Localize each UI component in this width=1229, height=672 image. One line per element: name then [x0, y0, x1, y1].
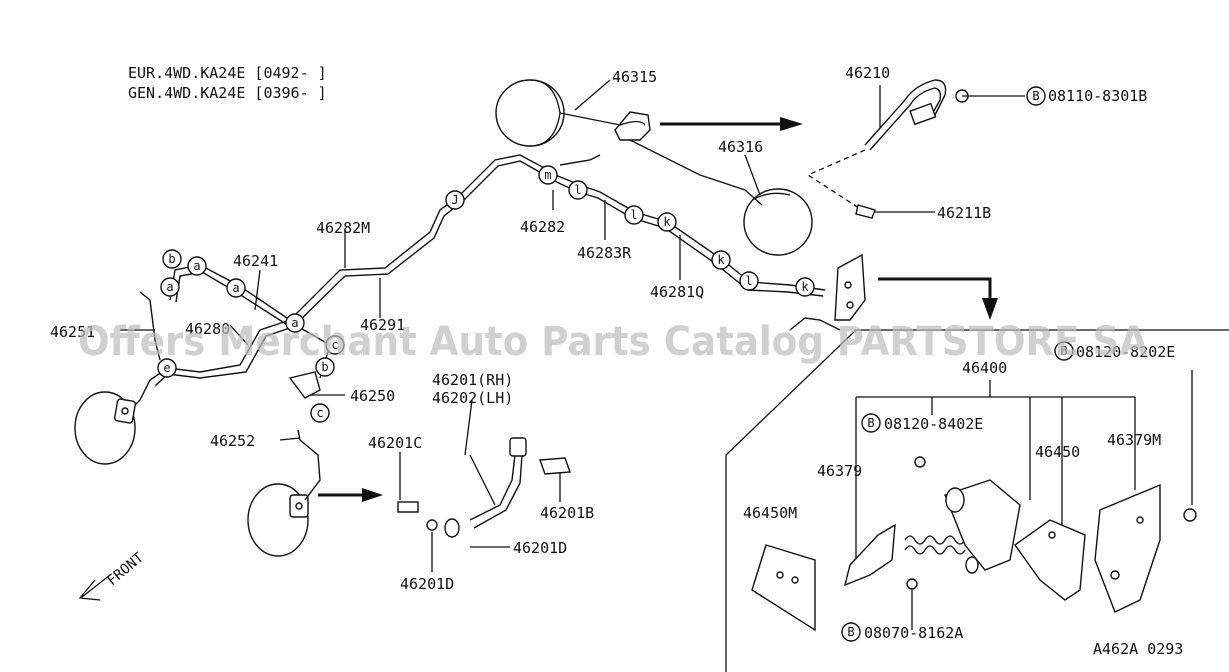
- callout-j1: J: [445, 190, 465, 210]
- callout-e1: e: [157, 358, 177, 378]
- rear-brake-drum-right: [629, 139, 813, 256]
- svg-text:B: B: [1060, 344, 1067, 358]
- label-46281Q: 46281Q: [650, 283, 704, 301]
- detail-46210: [806, 79, 1025, 219]
- svg-text:l: l: [574, 183, 581, 197]
- svg-text:l: l: [745, 274, 752, 288]
- detail-box-border: [725, 329, 1229, 672]
- label-leaders: [120, 79, 761, 572]
- svg-text:c: c: [331, 338, 338, 352]
- t-connector: [614, 111, 651, 141]
- label-46282M: 46282M: [316, 219, 370, 237]
- svg-text:l: l: [630, 208, 637, 222]
- label-46201B: 46201B: [540, 504, 594, 522]
- label-46201-rh: 46201(RH): [432, 371, 513, 389]
- svg-text:B: B: [867, 416, 874, 430]
- callout-m1: m: [538, 165, 558, 185]
- callout-b2: b: [315, 357, 335, 377]
- label-46251: 46251: [50, 323, 95, 341]
- callout-a2: a: [160, 277, 180, 297]
- front-label: FRONT: [104, 549, 147, 589]
- label-46210: 46210: [845, 64, 890, 82]
- bolt-symbol-08070: B: [841, 622, 861, 642]
- svg-text:B: B: [1032, 89, 1039, 103]
- rear-axle-bracket: [789, 253, 866, 331]
- bolt-symbol-08120-8202E: B: [1054, 341, 1074, 361]
- label-46250: 46250: [350, 387, 395, 405]
- svg-text:b: b: [321, 360, 328, 374]
- label-46291: 46291: [360, 316, 405, 334]
- arrow-to-detail-46400: [878, 277, 998, 320]
- front-direction-arrow: FRONT: [78, 549, 147, 601]
- callout-b1: b: [162, 249, 182, 269]
- callout-c2: c: [310, 403, 330, 423]
- label-46280: 46280: [185, 320, 230, 338]
- svg-text:a: a: [166, 280, 173, 294]
- label-46201C: 46201C: [368, 434, 422, 452]
- header-line-2: GEN.4WD.KA24E [0396- ]: [128, 84, 327, 102]
- callout-l1: l: [568, 180, 588, 200]
- label-46252: 46252: [210, 432, 255, 450]
- arrow-to-hose-detail: [318, 488, 383, 502]
- header-line-1: EUR.4WD.KA24E [0492- ]: [128, 64, 327, 82]
- callout-k3: k: [795, 277, 815, 297]
- label-46201D-a: 46201D: [513, 539, 567, 557]
- label-46450: 46450: [1035, 443, 1080, 461]
- label-46211B: 46211B: [937, 204, 991, 222]
- callout-a4: a: [285, 313, 305, 333]
- callout-l2: l: [624, 205, 644, 225]
- label-46450M: 46450M: [743, 504, 797, 522]
- callout-k1: k: [657, 212, 677, 232]
- callout-l3: l: [739, 271, 759, 291]
- bolt-symbol-08110: B: [1026, 86, 1046, 106]
- svg-text:a: a: [291, 316, 298, 330]
- label-08120-8402E: 08120-8402E: [884, 415, 983, 433]
- brake-hose: [397, 399, 571, 538]
- load-sensing-valve-assembly: [751, 456, 1197, 632]
- label-46379M: 46379M: [1107, 431, 1161, 449]
- detail-46400-leaders: [855, 370, 1193, 560]
- svg-text:k: k: [717, 253, 725, 267]
- front-right-brake-disc: [247, 429, 321, 557]
- label-08120-8202E: 08120-8202E: [1076, 343, 1175, 361]
- bolt-symbol-08120-8402E: B: [861, 413, 881, 433]
- label-46241: 46241: [233, 252, 278, 270]
- connector-46250: [288, 371, 321, 399]
- label-46316: 46316: [718, 138, 763, 156]
- callout-c1: c: [325, 335, 345, 355]
- arrow-to-detail-46210: [660, 117, 803, 131]
- svg-text:k: k: [801, 280, 809, 294]
- svg-text:m: m: [544, 168, 551, 182]
- svg-text:J: J: [451, 193, 458, 207]
- label-46202-lh: 46202(LH): [432, 389, 513, 407]
- svg-text:a: a: [232, 281, 239, 295]
- label-46315: 46315: [612, 68, 657, 86]
- callout-a1: a: [226, 278, 246, 298]
- label-08070-8162A: 08070-8162A: [864, 624, 963, 642]
- svg-text:a: a: [193, 259, 200, 273]
- svg-text:k: k: [663, 215, 671, 229]
- rear-brake-drum-left: [495, 79, 646, 147]
- label-46283R: 46283R: [577, 244, 632, 262]
- callout-a3: a: [187, 256, 207, 276]
- svg-text:c: c: [316, 406, 323, 420]
- svg-text:e: e: [163, 361, 170, 375]
- label-46201D-b: 46201D: [400, 575, 454, 593]
- label-46379: 46379: [817, 462, 862, 480]
- callout-k2: k: [711, 250, 731, 270]
- watermark-text: Offers Merchant Auto Parts Catalog PARTS…: [78, 319, 1148, 365]
- figure-code: A462A 0293: [1093, 640, 1183, 658]
- label-46282: 46282: [520, 218, 565, 236]
- front-left-brake-disc: [74, 391, 136, 465]
- svg-text:B: B: [847, 625, 854, 639]
- label-08110-8301B: 08110-8301B: [1048, 87, 1147, 105]
- svg-text:b: b: [168, 252, 175, 266]
- label-46400: 46400: [962, 359, 1007, 377]
